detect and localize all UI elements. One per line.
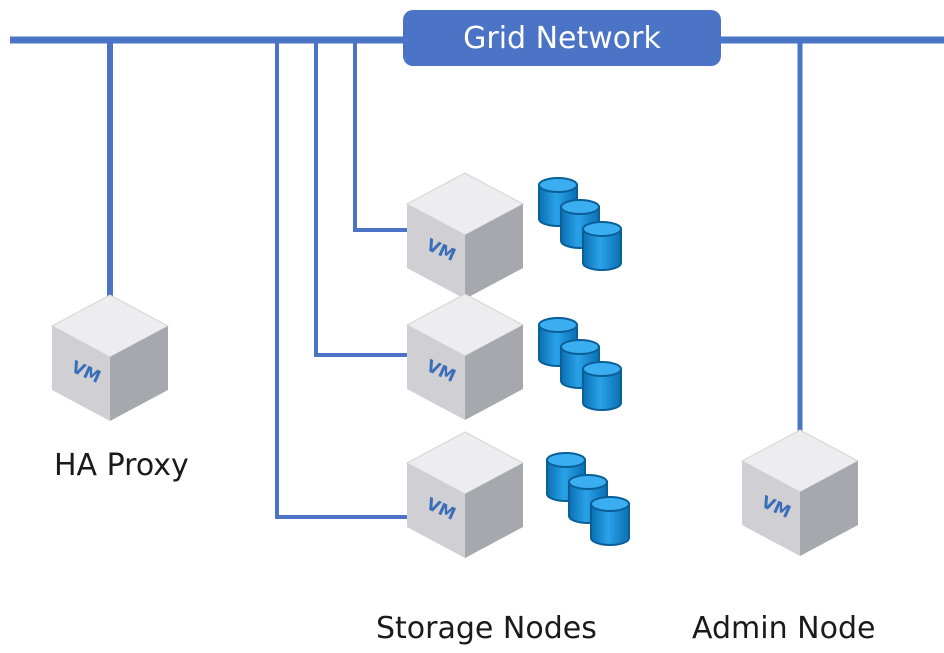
storage-node-2-disks-icon [538, 317, 622, 411]
storage-nodes-label: Storage Nodes [376, 611, 597, 646]
admin-node-vm-icon: VM [741, 429, 859, 557]
storage-node-1-link [353, 40, 410, 232]
grid-network-label: Grid Network [403, 10, 721, 66]
storage-node-2-link [314, 40, 410, 357]
storage-node-2-vm-icon: VM [406, 293, 524, 421]
storage-node-3-vm-icon: VM [406, 431, 524, 559]
ha-proxy-vm-icon: VM [51, 294, 169, 422]
storage-node-1-disks-icon [538, 177, 622, 271]
admin-node-label: Admin Node [692, 611, 876, 646]
ha-proxy-label: HA Proxy [54, 448, 189, 483]
storage-node-3-link [275, 40, 410, 519]
storage-node-1-vm-icon: VM [406, 172, 524, 300]
storage-node-3-disks-icon [546, 452, 630, 546]
